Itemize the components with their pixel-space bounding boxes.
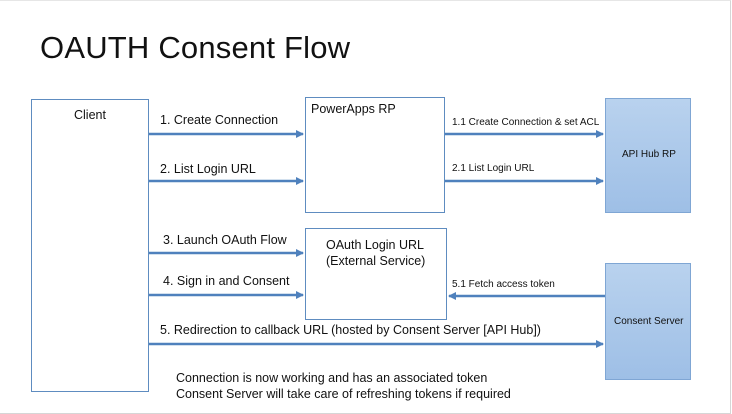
note-line-1: Connection is now working and has an ass… bbox=[176, 371, 488, 385]
note-line-2: Consent Server will take care of refresh… bbox=[176, 387, 511, 401]
oauth-login-label-line1: OAuth Login URL bbox=[326, 238, 424, 252]
label-list-login-url: 2. List Login URL bbox=[160, 162, 256, 176]
powerapps-rp-label: PowerApps RP bbox=[311, 102, 396, 116]
slide-title: OAUTH Consent Flow bbox=[40, 30, 351, 65]
oauth-login-label-line2: (External Service) bbox=[326, 254, 426, 268]
api-hub-rp-box: API Hub RP bbox=[605, 98, 691, 213]
label-launch-oauth: 3. Launch OAuth Flow bbox=[163, 233, 287, 247]
label-create-connection-acl: 1.1 Create Connection & set ACL bbox=[452, 117, 600, 128]
label-sign-in-consent: 4. Sign in and Consent bbox=[163, 274, 290, 288]
client-label: Client bbox=[74, 108, 106, 122]
oauth-login-box: OAuth Login URL (External Service) bbox=[305, 228, 447, 320]
client-box: Client bbox=[31, 99, 149, 392]
powerapps-rp-box: PowerApps RP bbox=[305, 97, 445, 213]
label-create-connection: 1. Create Connection bbox=[160, 113, 279, 127]
consent-server-label: Consent Server bbox=[614, 316, 684, 327]
label-fetch-token: 5.1 Fetch access token bbox=[452, 279, 555, 290]
label-list-login-url-21: 2.1 List Login URL bbox=[452, 163, 535, 174]
consent-server-box: Consent Server bbox=[605, 263, 691, 380]
label-redirection: 5. Redirection to callback URL (hosted b… bbox=[160, 323, 541, 337]
api-hub-rp-label: API Hub RP bbox=[622, 149, 676, 160]
